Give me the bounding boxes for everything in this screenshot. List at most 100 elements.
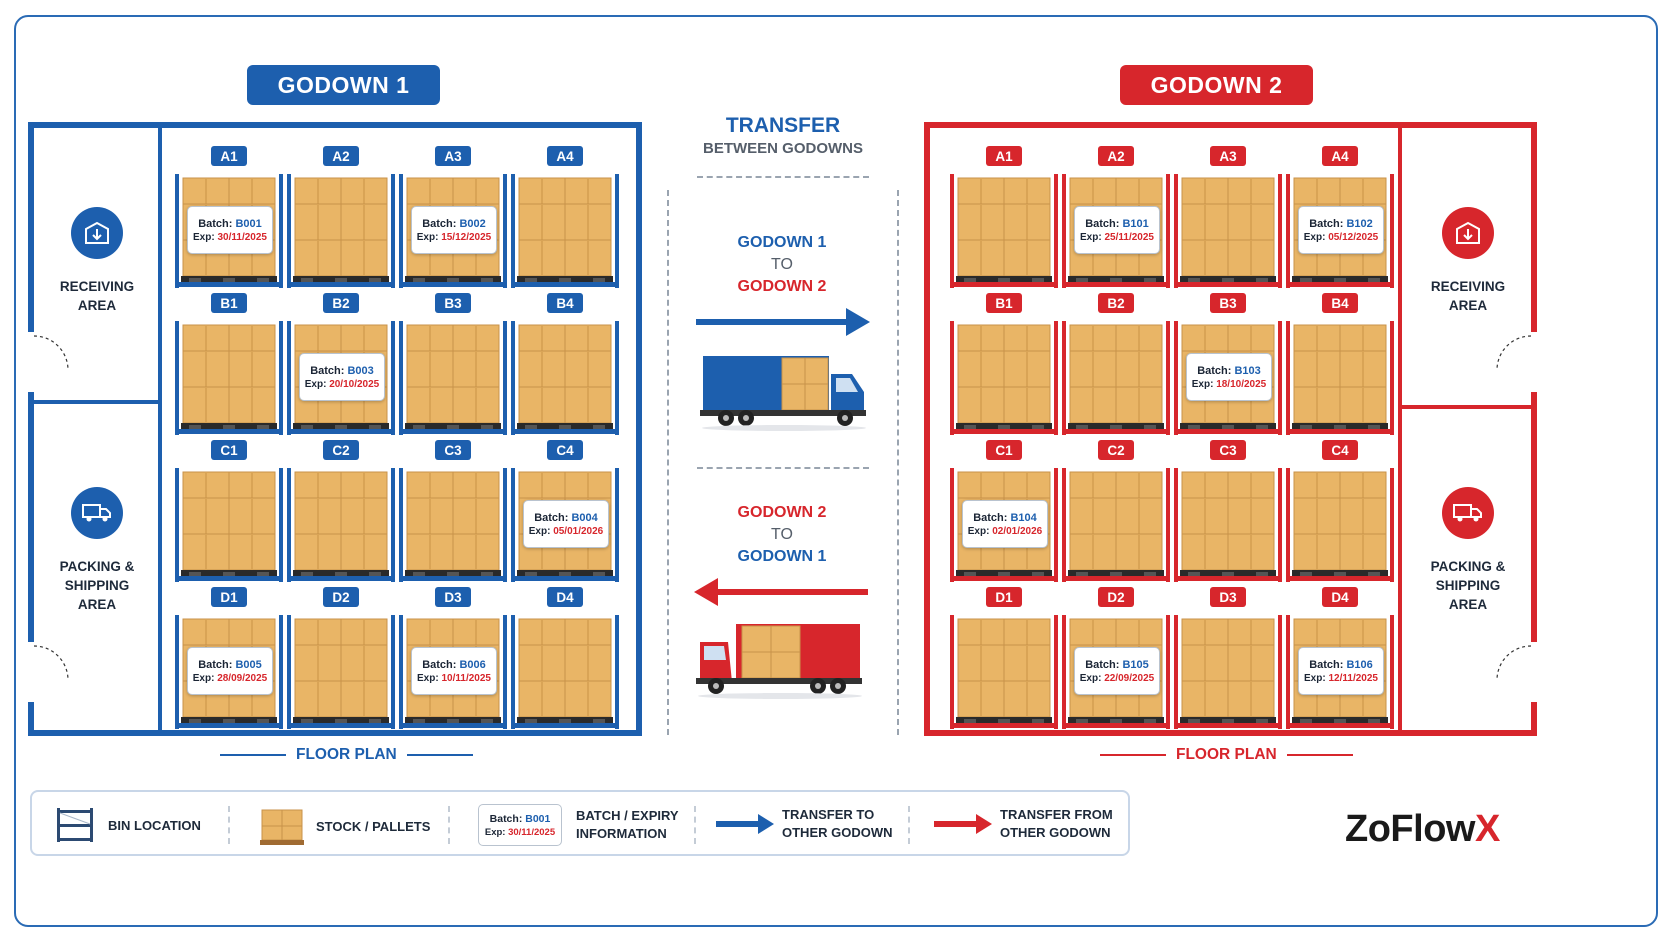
godown2-bin-c2[interactable]: C2 xyxy=(1062,440,1170,582)
transfer-from-g2: GODOWN 2 xyxy=(737,504,827,521)
godown2-bin-b2[interactable]: B2 xyxy=(1062,293,1170,435)
zone-label: PACKING & SHIPPING AREA xyxy=(1430,559,1506,612)
bin-rack-icon xyxy=(57,808,93,842)
godown1-bin-a4[interactable]: A4 xyxy=(511,146,619,288)
transfer-to-g2: GODOWN 2 xyxy=(737,278,827,295)
godown1-floor-plan: FLOOR PLAN xyxy=(220,746,473,764)
bin-label: C2 xyxy=(1098,440,1134,460)
godown2-doors xyxy=(1496,332,1537,702)
bin-label: C1 xyxy=(986,440,1022,460)
godown1-bin-b1[interactable]: B1 xyxy=(175,293,283,435)
bin-label: B1 xyxy=(986,293,1022,313)
rack-with-pallets xyxy=(1174,174,1282,288)
legend-transfer-to-label-2: OTHER GODOWN xyxy=(782,825,893,840)
bin-label: C4 xyxy=(547,440,583,460)
legend-sample-exp: 30/11/2025 xyxy=(508,826,556,838)
box-icon xyxy=(71,207,123,259)
rack-with-pallets xyxy=(287,174,395,288)
rack-with-pallets xyxy=(1174,468,1282,582)
godown2-floor-plan: FLOOR PLAN xyxy=(1100,746,1353,764)
godown2-walls xyxy=(924,122,1537,736)
godown1-bin-d4[interactable]: D4 xyxy=(511,587,619,729)
godown1-doors xyxy=(28,332,69,702)
legend-stock: STOCK / PALLETS xyxy=(260,806,430,846)
rack-with-pallets xyxy=(287,615,395,729)
godown2-bin-c4[interactable]: C4 xyxy=(1286,440,1394,582)
legend-transfer-from: TRANSFER FROM OTHER GODOWN xyxy=(934,806,1113,842)
transfer-title: TRANSFER xyxy=(725,114,841,137)
bin-label: A3 xyxy=(1210,146,1246,166)
rack-with-pallets xyxy=(175,468,283,582)
bin-label: B4 xyxy=(1322,293,1358,313)
legend-arrow-red-icon xyxy=(934,814,992,834)
bin-label: C4 xyxy=(1322,440,1358,460)
legend-bin-label: BIN LOCATION xyxy=(108,817,201,833)
rack-with-pallets xyxy=(399,321,507,435)
bin-label: D2 xyxy=(1098,587,1134,607)
legend-arrow-right-icon xyxy=(716,814,774,834)
godown2-bin-b4[interactable]: B4 xyxy=(1286,293,1394,435)
godown1-bin-d2[interactable]: D2 xyxy=(287,587,395,729)
godown1-bin-c2[interactable]: C2 xyxy=(287,440,395,582)
godown1-bin-b3[interactable]: B3 xyxy=(399,293,507,435)
godown1-bin-c1[interactable]: C1 xyxy=(175,440,283,582)
legend-exp-prefix: Exp: xyxy=(484,826,509,838)
truck-icon xyxy=(71,487,123,539)
godown2-bin-d1[interactable]: D1 xyxy=(950,587,1058,729)
bin-label: A2 xyxy=(1098,146,1134,166)
bin-label: A1 xyxy=(211,146,247,166)
legend-batch-label-1: BATCH / EXPIRY xyxy=(576,808,679,823)
transfer-from-g1: GODOWN 1 xyxy=(737,234,827,251)
rack-with-pallets xyxy=(950,174,1058,288)
godown2-bin-b1[interactable]: B1 xyxy=(950,293,1058,435)
bin-label: D4 xyxy=(1322,587,1358,607)
godown2-zone-divider xyxy=(1400,405,1531,409)
godown2-bin-a3[interactable]: A3 xyxy=(1174,146,1282,288)
bin-label: D3 xyxy=(435,587,471,607)
red-truck-icon xyxy=(696,624,862,699)
godown2-bin-c3[interactable]: C3 xyxy=(1174,440,1282,582)
godown1-title: GODOWN 1 xyxy=(247,65,440,105)
bin-label: B3 xyxy=(435,293,471,313)
bin-label: C3 xyxy=(1210,440,1246,460)
receiving-area: RECEIVING AREA xyxy=(1408,207,1528,315)
zone-label: RECEIVING AREA xyxy=(1430,279,1506,313)
bin-label: C3 xyxy=(435,440,471,460)
godown2-bin-d3[interactable]: D3 xyxy=(1174,587,1282,729)
godown1-bin-a2[interactable]: A2 xyxy=(287,146,395,288)
pallet-icon xyxy=(260,809,304,845)
godown1-bin-c3[interactable]: C3 xyxy=(399,440,507,582)
transfer-g1-to-g2: GODOWN 1 TO GODOWN 2 xyxy=(690,232,874,298)
transfer-g2-to-g1: GODOWN 2 TO GODOWN 1 xyxy=(690,502,874,568)
transfer-separator-left xyxy=(667,190,669,735)
truck-icon xyxy=(1442,487,1494,539)
legend-sample-batch: B001 xyxy=(525,812,551,825)
godown1-bin-b4[interactable]: B4 xyxy=(511,293,619,435)
legend-transfer-from-label-2: OTHER GODOWN xyxy=(1000,825,1111,840)
godown2-bin-a1[interactable]: A1 xyxy=(950,146,1058,288)
packing-shipping-area: PACKING & SHIPPING AREA xyxy=(1408,487,1528,614)
diagram-frame xyxy=(14,15,1658,927)
bin-label: C1 xyxy=(211,440,247,460)
